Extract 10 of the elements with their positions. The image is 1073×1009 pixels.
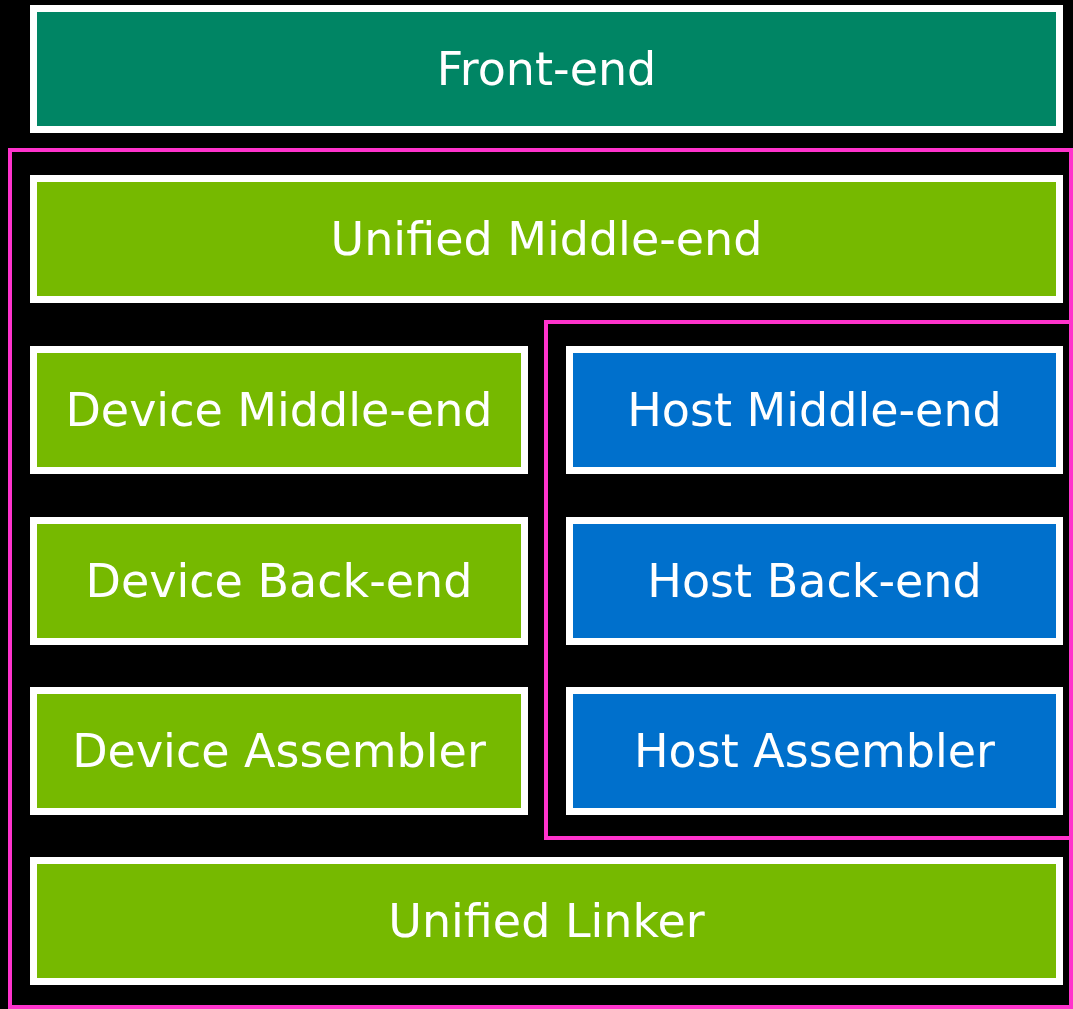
stage-box: Host Back-end bbox=[566, 517, 1063, 645]
stage-box: Host Middle-end bbox=[566, 346, 1063, 474]
stage-box: Unified Linker bbox=[30, 857, 1063, 985]
stage-box: Device Middle-end bbox=[30, 346, 528, 474]
group-frame bbox=[8, 148, 1073, 1009]
stage-box: Unified Middle-end bbox=[30, 175, 1063, 303]
stage-box: Device Back-end bbox=[30, 517, 528, 645]
stage-box: Host Assembler bbox=[566, 687, 1063, 815]
stage-box: Device Assembler bbox=[30, 687, 528, 815]
stage-box: Front-end bbox=[30, 5, 1063, 133]
